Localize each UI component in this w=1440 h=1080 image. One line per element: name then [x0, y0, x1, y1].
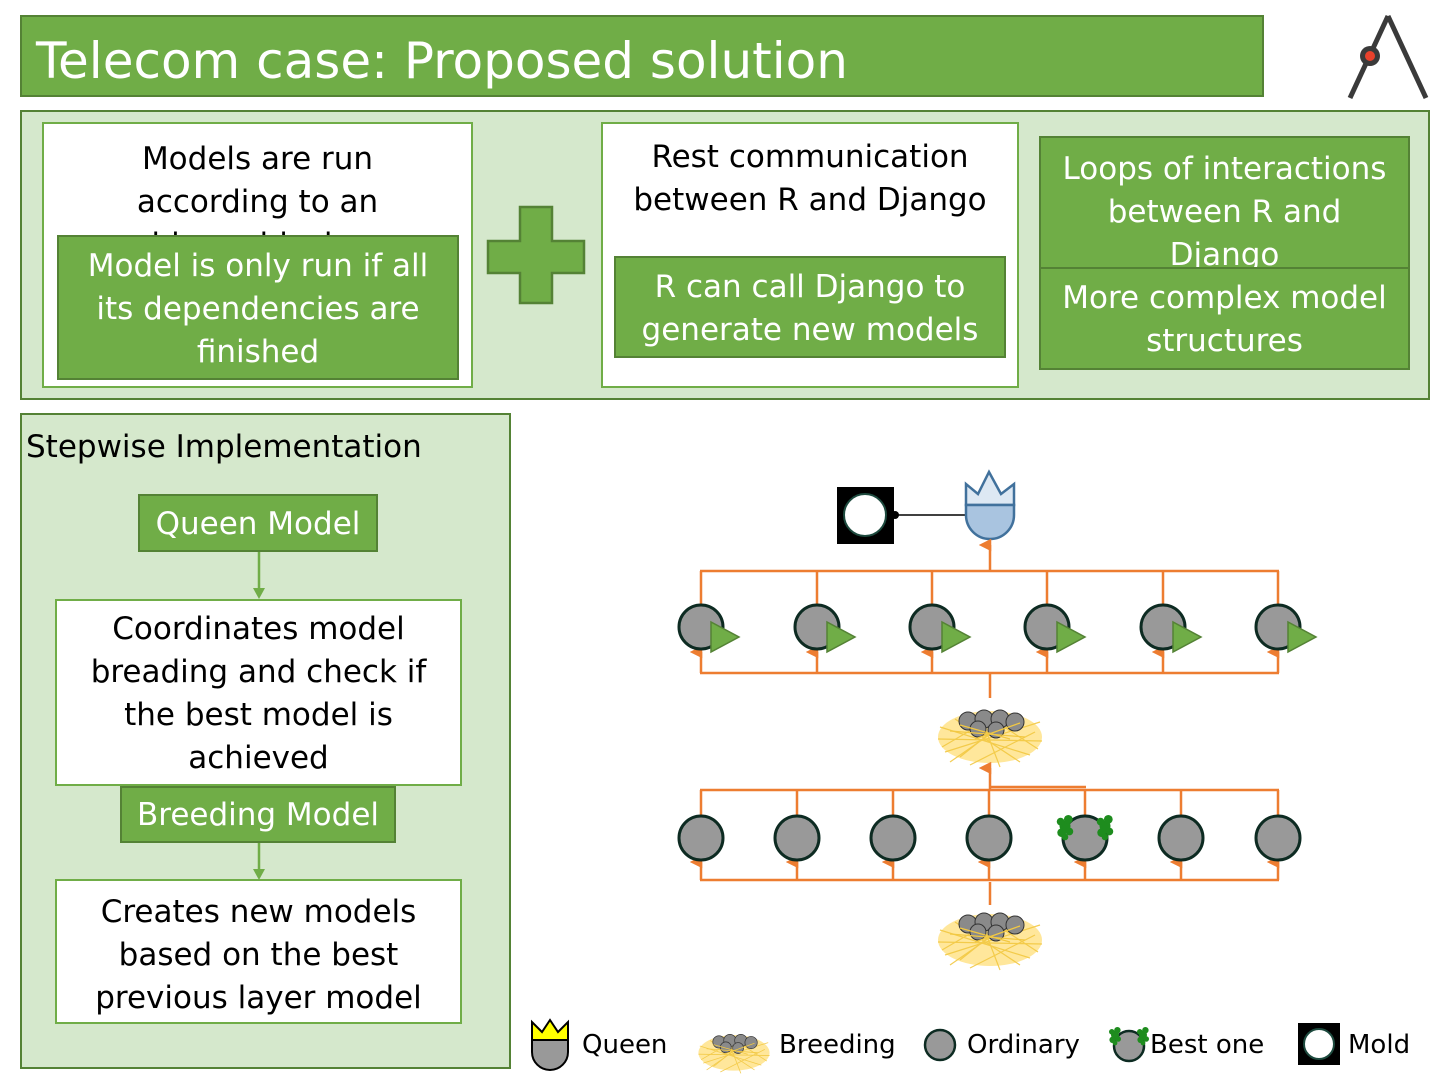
rest-text: Rest communication between R and Django: [633, 139, 987, 218]
dependencies-box: Model is only run if all its dependencie…: [57, 235, 459, 380]
lower-model-circle: [1157, 814, 1205, 862]
mold-icon: [1298, 1023, 1340, 1065]
upper-model-circle: [1254, 603, 1302, 651]
upper-model-circle: [677, 603, 725, 651]
legend-label-queen: Queen: [582, 1030, 668, 1060]
lower-model-circle: [965, 814, 1013, 862]
best-leaves-left: [1056, 815, 1074, 841]
play-arrow-icon: [826, 620, 857, 654]
arrow-down-icon: [253, 843, 265, 880]
best-leaves-right: [1096, 815, 1114, 841]
ordinary-circle-icon: [923, 1028, 957, 1062]
mold-box: [837, 487, 894, 544]
play-arrow-icon: [1287, 620, 1318, 654]
lower-model-circle: [773, 814, 821, 862]
queen-model-box: Queen Model: [138, 494, 378, 552]
upper-model-circle: [908, 603, 956, 651]
legend: Queen Breeding Ordinary Best one Mold: [528, 1018, 1440, 1076]
upper-model-circle: [1023, 603, 1071, 651]
page-title: Telecom case: Proposed solution: [36, 32, 848, 90]
logo-icon: [1347, 14, 1429, 100]
arrow-down-icon: [253, 552, 265, 599]
breeding-model-box: Breeding Model: [120, 786, 396, 843]
legend-label-best-one: Best one: [1150, 1030, 1265, 1060]
breeding-description-box: Creates new models based on the best pre…: [55, 879, 462, 1024]
breeding-model-label: Breeding Model: [136, 797, 380, 833]
best-model-circle: [1061, 814, 1109, 862]
complex-structures-box: More complex model structures: [1039, 267, 1410, 370]
lower-model-circle: [1254, 814, 1302, 862]
lower-nest: [937, 912, 1043, 971]
play-arrow-icon: [941, 620, 972, 654]
title-bar: Telecom case: Proposed solution: [20, 15, 1264, 97]
loops-box: Loops of interactions between R and Djan…: [1039, 136, 1410, 270]
upper-model-circle: [1139, 603, 1187, 651]
queen-description: Coordinates model breading and check if …: [90, 611, 427, 776]
breeding-description: Creates new models based on the best pre…: [95, 894, 422, 1016]
legend-label-breeding: Breeding: [779, 1030, 896, 1060]
upper-model-circle: [793, 603, 841, 651]
stepwise-title: Stepwise Implementation: [26, 429, 422, 465]
play-arrow-icon: [1056, 620, 1087, 654]
lower-model-circle: [869, 814, 917, 862]
r-calls-django-text: R can call Django to generate new models: [641, 269, 979, 348]
lower-model-circle: [677, 814, 725, 862]
play-arrow-icon: [710, 620, 741, 654]
queen-model-label: Queen Model: [155, 506, 361, 542]
queen-description-box: Coordinates model breading and check if …: [55, 599, 462, 786]
dependencies-text: Model is only run if all its dependencie…: [87, 248, 429, 370]
upper-nest: [937, 709, 1043, 768]
legend-label-mold: Mold: [1348, 1030, 1411, 1060]
nest-icon: [698, 1033, 770, 1074]
mold-connector-dot: [891, 511, 899, 519]
play-arrow-icon: [1172, 620, 1203, 654]
queen-head: [964, 503, 1016, 541]
mold-circle: [843, 493, 887, 537]
complex-structures-text: More complex model structures: [1062, 280, 1387, 359]
queen-crown: [964, 469, 1016, 507]
loops-text: Loops of interactions between R and Djan…: [1062, 151, 1387, 270]
best-one-icon: [1109, 1027, 1149, 1063]
r-calls-django-box: R can call Django to generate new models: [614, 256, 1006, 358]
queen-icon: [531, 1018, 569, 1071]
legend-label-ordinary: Ordinary: [967, 1030, 1080, 1060]
plus-icon: [486, 205, 586, 305]
